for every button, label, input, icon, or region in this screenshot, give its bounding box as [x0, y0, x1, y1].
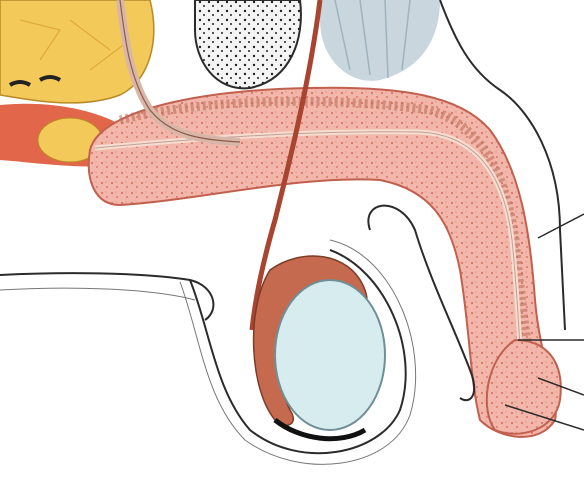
- pubic-bone: [195, 0, 301, 88]
- suspensory-ligament: [320, 0, 440, 81]
- testis: [275, 280, 385, 430]
